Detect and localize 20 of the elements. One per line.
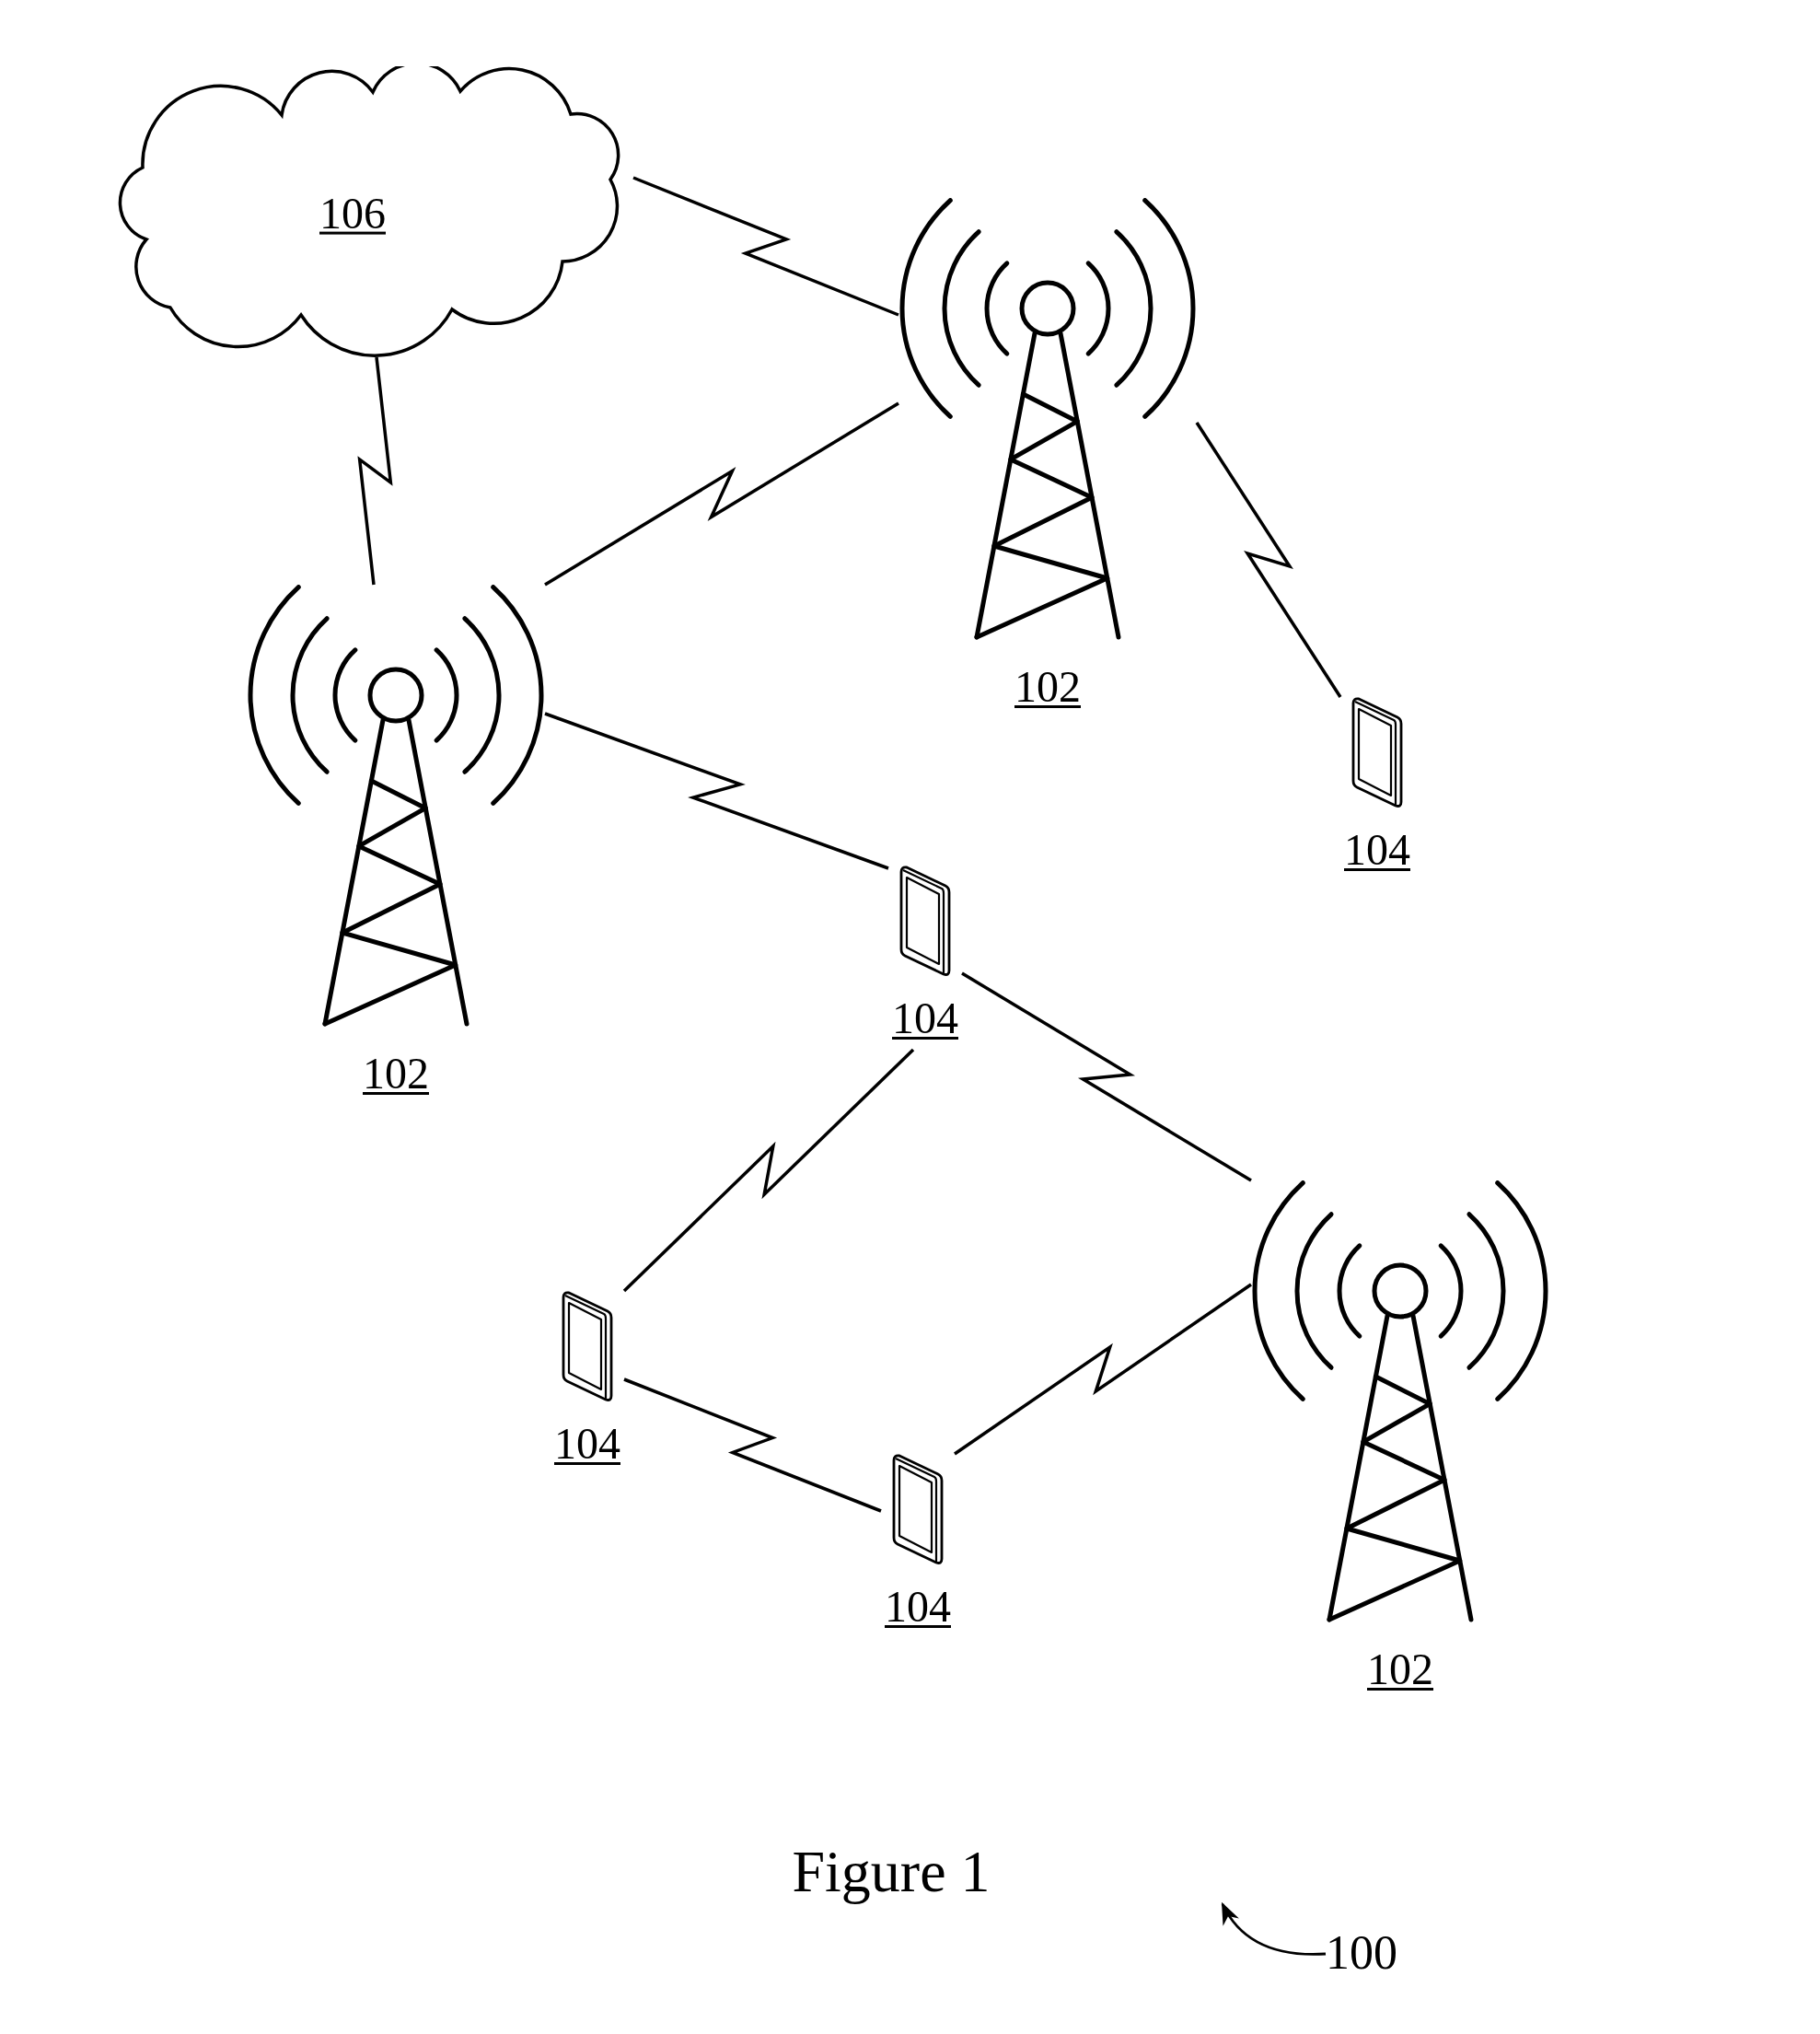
wireless-link: [961, 971, 1252, 1182]
figure-caption: Figure 1: [792, 1838, 991, 1906]
reference-numeral: 104: [1344, 826, 1410, 875]
reference-numeral: 102: [1367, 1645, 1433, 1694]
wireless-link: [954, 1283, 1252, 1456]
reference-numeral: 104: [554, 1420, 620, 1469]
reference-numeral: 102: [363, 1050, 429, 1098]
wireless-link: [1195, 422, 1342, 698]
wireless-link: [632, 176, 899, 317]
reference-numeral: 106: [319, 189, 386, 238]
wireless-link: [357, 356, 393, 586]
reference-numeral: 100: [1326, 1926, 1397, 1980]
wireless-link: [544, 401, 899, 587]
reference-numeral: 104: [892, 994, 958, 1043]
leader-arrow: [1221, 1901, 1327, 1956]
wireless-link: [544, 712, 889, 870]
wireless-link: [622, 1048, 915, 1293]
reference-numeral: 102: [1014, 663, 1081, 712]
wireless-link: [623, 1377, 882, 1513]
reference-numeral: 104: [885, 1583, 951, 1632]
